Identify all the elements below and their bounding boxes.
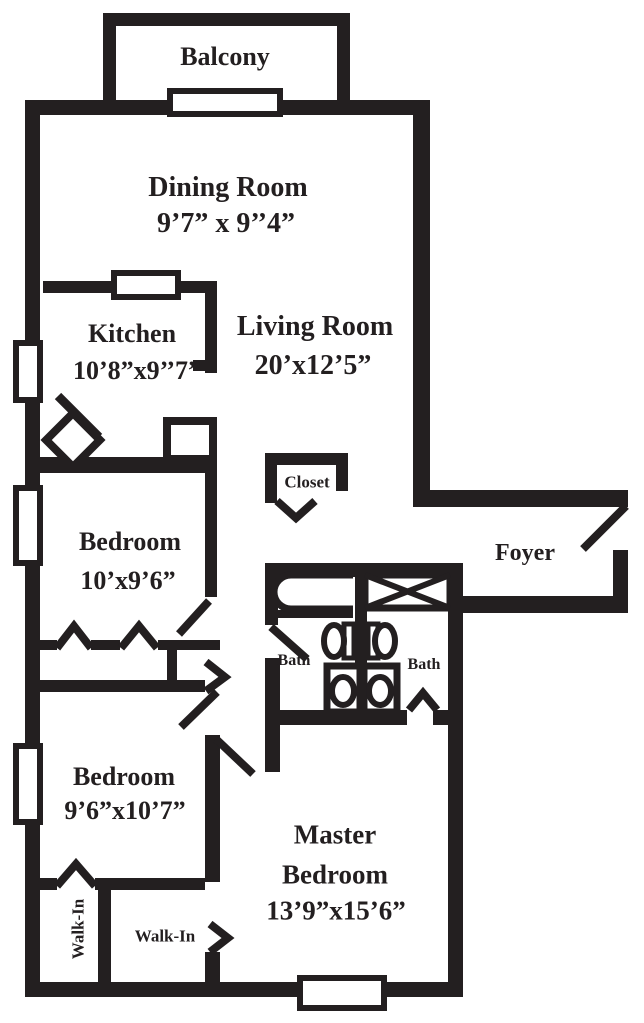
bedroom-lower-label: Bedroom [72, 762, 176, 791]
kitchen-dims: 10’8”x9’’7” [72, 356, 202, 385]
bifold-door-icon [53, 619, 161, 889]
toilet-icon [365, 621, 398, 661]
balcony-label: Balcony [180, 42, 270, 71]
living-room-dims: 20’x12’5” [254, 350, 372, 381]
foyer-label: Foyer [495, 540, 555, 566]
bedroom-upper-dims: 10’x9’6” [80, 566, 176, 595]
dining-room-dims: 9’7” x 9’’4” [157, 208, 295, 239]
walk-in-bottom-label: Walk-In [134, 926, 196, 946]
master-bedroom-label-line2: Bedroom [282, 859, 388, 890]
door-chevron-icon [203, 658, 441, 956]
balcony-door-icon [167, 88, 283, 117]
window-icon [13, 340, 387, 1011]
sink-icon [360, 662, 401, 716]
closet-door-icon [274, 498, 318, 524]
kitchen-sink-icon [40, 392, 106, 473]
door-swing-icon [176, 503, 629, 777]
kitchen-label: Kitchen [87, 319, 177, 348]
shower-icon [361, 571, 454, 612]
bedroom-lower-dims: 9’6”x10’7” [64, 796, 186, 825]
bathtub-icon [270, 571, 353, 613]
counter-icon [163, 417, 217, 463]
closet-label: Closet [284, 472, 330, 492]
bath-right-label: Bath [407, 656, 441, 673]
pass-through-icon [111, 270, 181, 300]
living-room-label: Living Room [236, 311, 394, 342]
master-bedroom-label-line1: Master [293, 819, 377, 850]
master-bedroom-dims: 13’9”x15’6” [266, 895, 406, 926]
walk-in-left-label: Walk-In [68, 898, 88, 960]
bath-left-label: Bath [277, 652, 311, 669]
dining-room-label: Dining Room [148, 172, 308, 203]
bedroom-upper-label: Bedroom [78, 527, 182, 556]
toilet-icon [321, 621, 357, 661]
sink-icon [323, 662, 364, 716]
